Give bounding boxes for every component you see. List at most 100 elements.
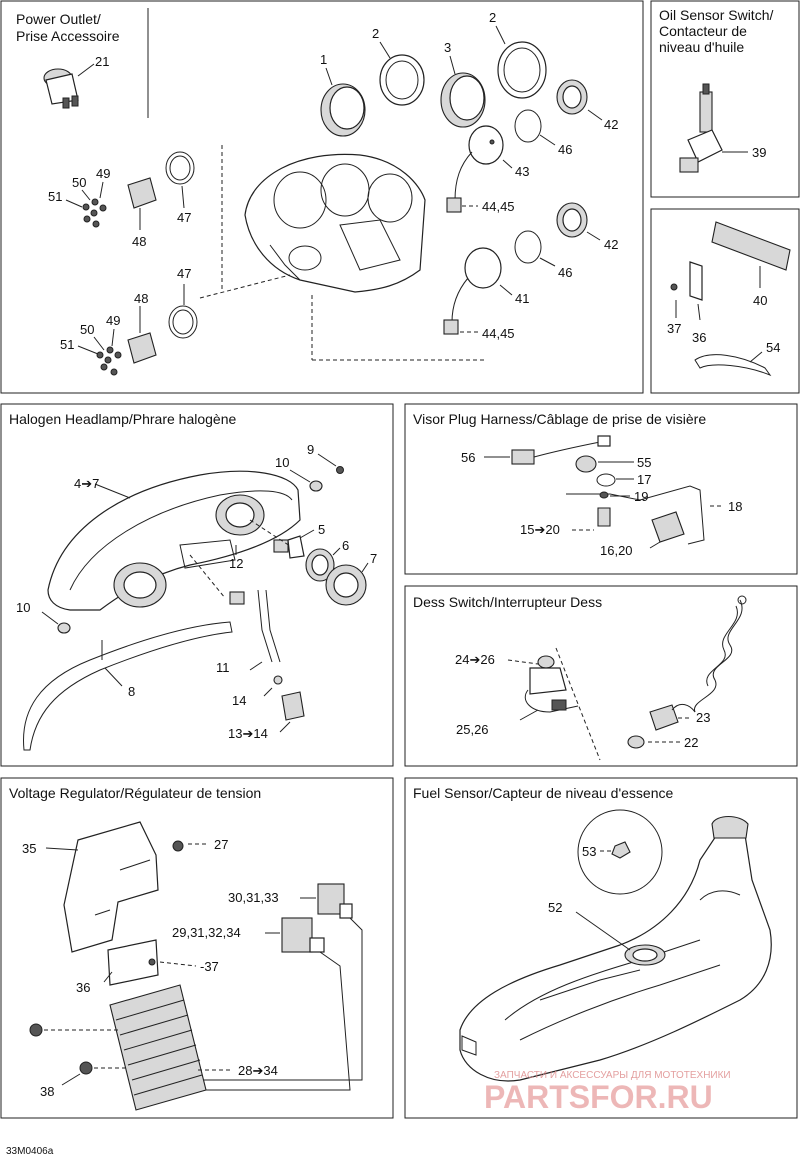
fuel-tank (459, 815, 772, 1082)
visor-plug-56 (511, 435, 611, 465)
headlamp-housing (47, 470, 301, 611)
nut-10a (309, 480, 323, 492)
halogen-title: Halogen Headlamp/Phrare halogène (9, 411, 236, 427)
cap-22 (627, 735, 645, 749)
callout-47a: 47 (177, 210, 191, 225)
power-outlet-title-1: Power Outlet/ (16, 11, 101, 27)
bracket-48b (127, 332, 157, 364)
callout-43: 43 (515, 164, 529, 179)
callout-52: 52 (548, 900, 562, 915)
panel-gauge-cluster (0, 0, 644, 394)
callout-36a: 36 (692, 330, 706, 345)
callout-46a: 46 (558, 142, 572, 157)
callout-1620: 16,20 (600, 543, 633, 558)
callout-46b: 46 (558, 265, 572, 280)
callout-4to7: 4➔7 (74, 476, 99, 491)
regulator-wire-a (180, 917, 363, 1081)
panel-dess-switch (404, 585, 798, 767)
callout-19: 19 (634, 489, 648, 504)
callout-48a: 48 (132, 234, 146, 249)
connector-29 (281, 917, 325, 953)
watermark-tagline: ЗАПЧАСТИ И АКСЕССУАРЫ ДЛЯ МОТОТЕХНИКИ (494, 1070, 731, 1081)
callout-1: 1 (320, 52, 327, 67)
callout-11: 11 (216, 660, 230, 675)
fasteners-upper (82, 198, 107, 228)
o-ring-47b (168, 305, 198, 339)
fasteners-lower (96, 346, 122, 376)
callout-2b: 2 (489, 10, 496, 25)
callout-22: 22 (684, 735, 698, 750)
ring-42b (556, 202, 588, 238)
gauge-1 (320, 83, 366, 137)
callout-5: 5 (318, 522, 325, 537)
o-ring-19 (599, 491, 609, 499)
ring-42a (556, 79, 588, 115)
terminal-14 (273, 675, 283, 685)
power-outlet-title-2: Prise Accessoire (16, 28, 120, 44)
gauge-housing (244, 153, 426, 293)
callout-4445a: 44,45 (482, 199, 515, 214)
callout-41: 41 (515, 291, 529, 306)
screw-9 (336, 466, 344, 474)
bracket-36b (107, 939, 159, 986)
harness-18 (566, 485, 705, 545)
socket-15 (597, 507, 611, 527)
callout-51b: 51 (60, 337, 74, 352)
connector-30 (317, 883, 353, 919)
panel-voltage-regulator (0, 777, 394, 1119)
cable-tie-54 (694, 354, 772, 377)
callout-37b: -37 (200, 959, 219, 974)
callout-3: 3 (444, 40, 451, 55)
callout-49a: 49 (96, 166, 110, 181)
callout-47b: 47 (177, 266, 191, 281)
callout-12: 12 (229, 556, 243, 571)
oil-sensor-title-3: niveau d'huile (659, 39, 744, 55)
callout-7: 7 (370, 551, 377, 566)
callout-40: 40 (753, 293, 767, 308)
callout-51a: 51 (48, 189, 62, 204)
bracket-36a (670, 261, 703, 301)
callout-53: 53 (582, 844, 596, 859)
bolt-38a (29, 1023, 43, 1037)
callout-2a: 2 (372, 26, 379, 41)
callout-36b: 36 (76, 980, 90, 995)
cap-7 (325, 564, 367, 606)
callout-28to34: 28➔34 (238, 1063, 278, 1078)
foam-strip-40 (711, 221, 791, 271)
oil-sensor-title-1: Oil Sensor Switch/ (659, 7, 773, 23)
callout-4445b: 44,45 (482, 326, 515, 341)
callout-39: 39 (752, 145, 766, 160)
panel-visor-harness (404, 403, 798, 575)
bezel-ring-2a (379, 54, 425, 106)
gauge-43 (446, 125, 504, 213)
callout-54: 54 (766, 340, 780, 355)
oil-sensor-title-2: Contacteur de (659, 23, 747, 39)
callout-55: 55 (637, 455, 651, 470)
callout-303133: 30,31,33 (228, 890, 279, 905)
callout-18: 18 (728, 499, 742, 514)
callout-50a: 50 (72, 175, 86, 190)
callout-50b: 50 (80, 322, 94, 337)
regulator-heatsink (109, 984, 207, 1111)
voltage-title: Voltage Regulator/Régulateur de tension (9, 785, 261, 801)
callout-29313234: 29,31,32,34 (172, 925, 241, 940)
washer-17 (596, 473, 616, 487)
callout-56: 56 (461, 450, 475, 465)
nut-53 (611, 841, 631, 859)
nut-10b (57, 622, 71, 634)
callout-10a: 10 (275, 455, 289, 470)
trim-strip-8 (23, 621, 233, 751)
callout-13to14: 13➔14 (228, 726, 268, 741)
figure-code: 33M0406a (6, 1146, 54, 1157)
callout-38: 38 (40, 1084, 54, 1099)
callout-27: 27 (214, 837, 228, 852)
grommet-11 (229, 589, 281, 663)
callout-42b: 42 (604, 237, 618, 252)
gauge-41 (443, 247, 502, 335)
callout-8: 8 (128, 684, 135, 699)
panel-bracket-strap (650, 208, 800, 394)
callout-10b: 10 (16, 600, 30, 615)
o-ring-47a (165, 151, 195, 185)
callout-24to26: 24➔26 (455, 652, 495, 667)
callout-9: 9 (307, 442, 314, 457)
